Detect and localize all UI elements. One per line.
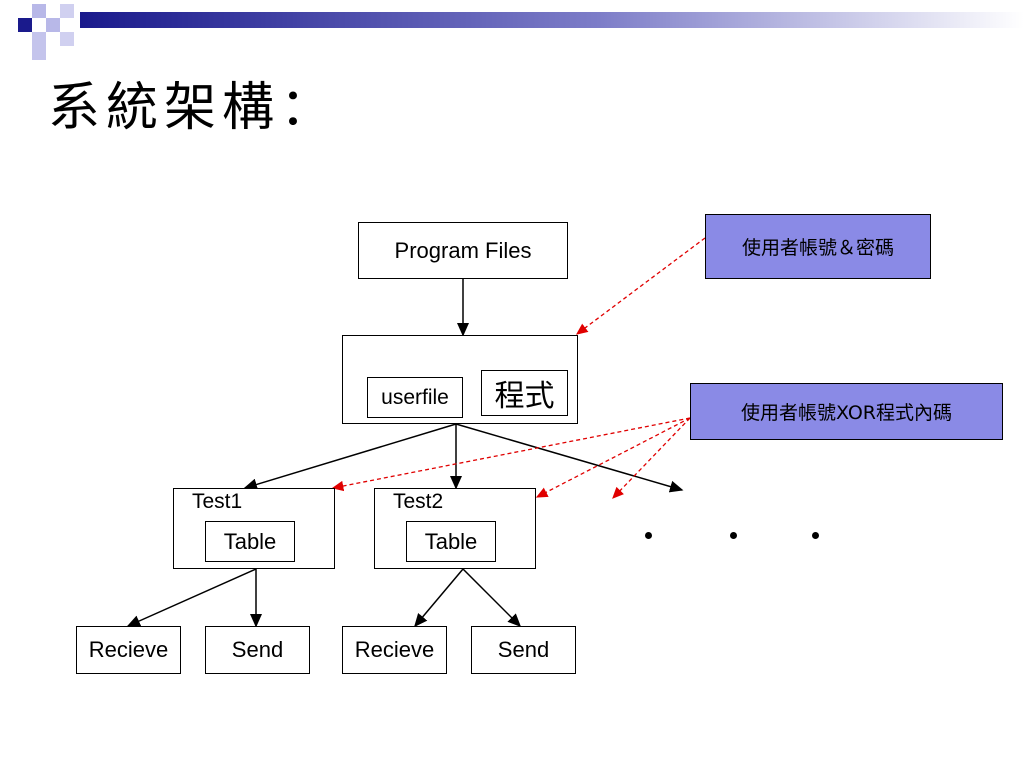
node-program-label: 程式 — [494, 379, 555, 414]
annotation-arrow-credentials — [575, 237, 706, 335]
node-test2-send-label: Send — [497, 637, 550, 662]
node-test2-label: Test2 — [393, 490, 444, 513]
node-program-files: Program Files — [358, 222, 568, 279]
annotation-arrow-test1 — [331, 417, 691, 492]
node-test1-table: Table — [205, 521, 295, 562]
node-test1-table-label: Table — [223, 528, 277, 554]
ellipsis-dot — [730, 532, 737, 539]
node-test1-recieve-label: Recieve — [88, 637, 169, 662]
ellipsis-text: ・・・ — [640, 526, 643, 527]
node-program: 程式 — [481, 370, 568, 416]
node-test2-recieve-label: Recieve — [354, 637, 435, 662]
header-decoration — [18, 4, 1024, 60]
annotation-arrow-more — [612, 417, 691, 499]
node-test2-table-label: Table — [424, 528, 478, 554]
node-test1-send: Send — [205, 626, 310, 674]
node-userfile-label: userfile — [381, 385, 449, 409]
note-credentials: 使用者帳號＆密碼 — [705, 214, 931, 279]
node-test1-send-label: Send — [231, 637, 284, 662]
arrow-container-to-test1 — [243, 423, 457, 491]
arrow-test2-to-send — [462, 568, 522, 628]
node-test1-label: Test1 — [192, 490, 243, 513]
arrow-test2-to-recieve — [414, 568, 464, 628]
note-xor-code: 使用者帳號XOR程式內碼 — [690, 383, 1003, 440]
node-program-files-label: Program Files — [394, 237, 532, 263]
ellipsis: ・・・ — [640, 526, 830, 546]
node-userfile: userfile — [367, 377, 463, 418]
note-credentials-label: 使用者帳號＆密碼 — [741, 237, 894, 259]
node-test2-send: Send — [471, 626, 576, 674]
annotation-arrow-test2 — [535, 417, 691, 498]
node-test1-recieve: Recieve — [76, 626, 181, 674]
ellipsis-dot — [645, 532, 652, 539]
arrow-test1-to-recieve — [126, 568, 257, 627]
arrow-container-to-more — [455, 423, 684, 493]
note-xor-code-label: 使用者帳號XOR程式內碼 — [741, 402, 952, 424]
ellipsis-dot — [812, 532, 819, 539]
slide-title: 系統架構： — [48, 78, 339, 138]
node-test2-table: Table — [406, 521, 496, 562]
node-test2-recieve: Recieve — [342, 626, 447, 674]
